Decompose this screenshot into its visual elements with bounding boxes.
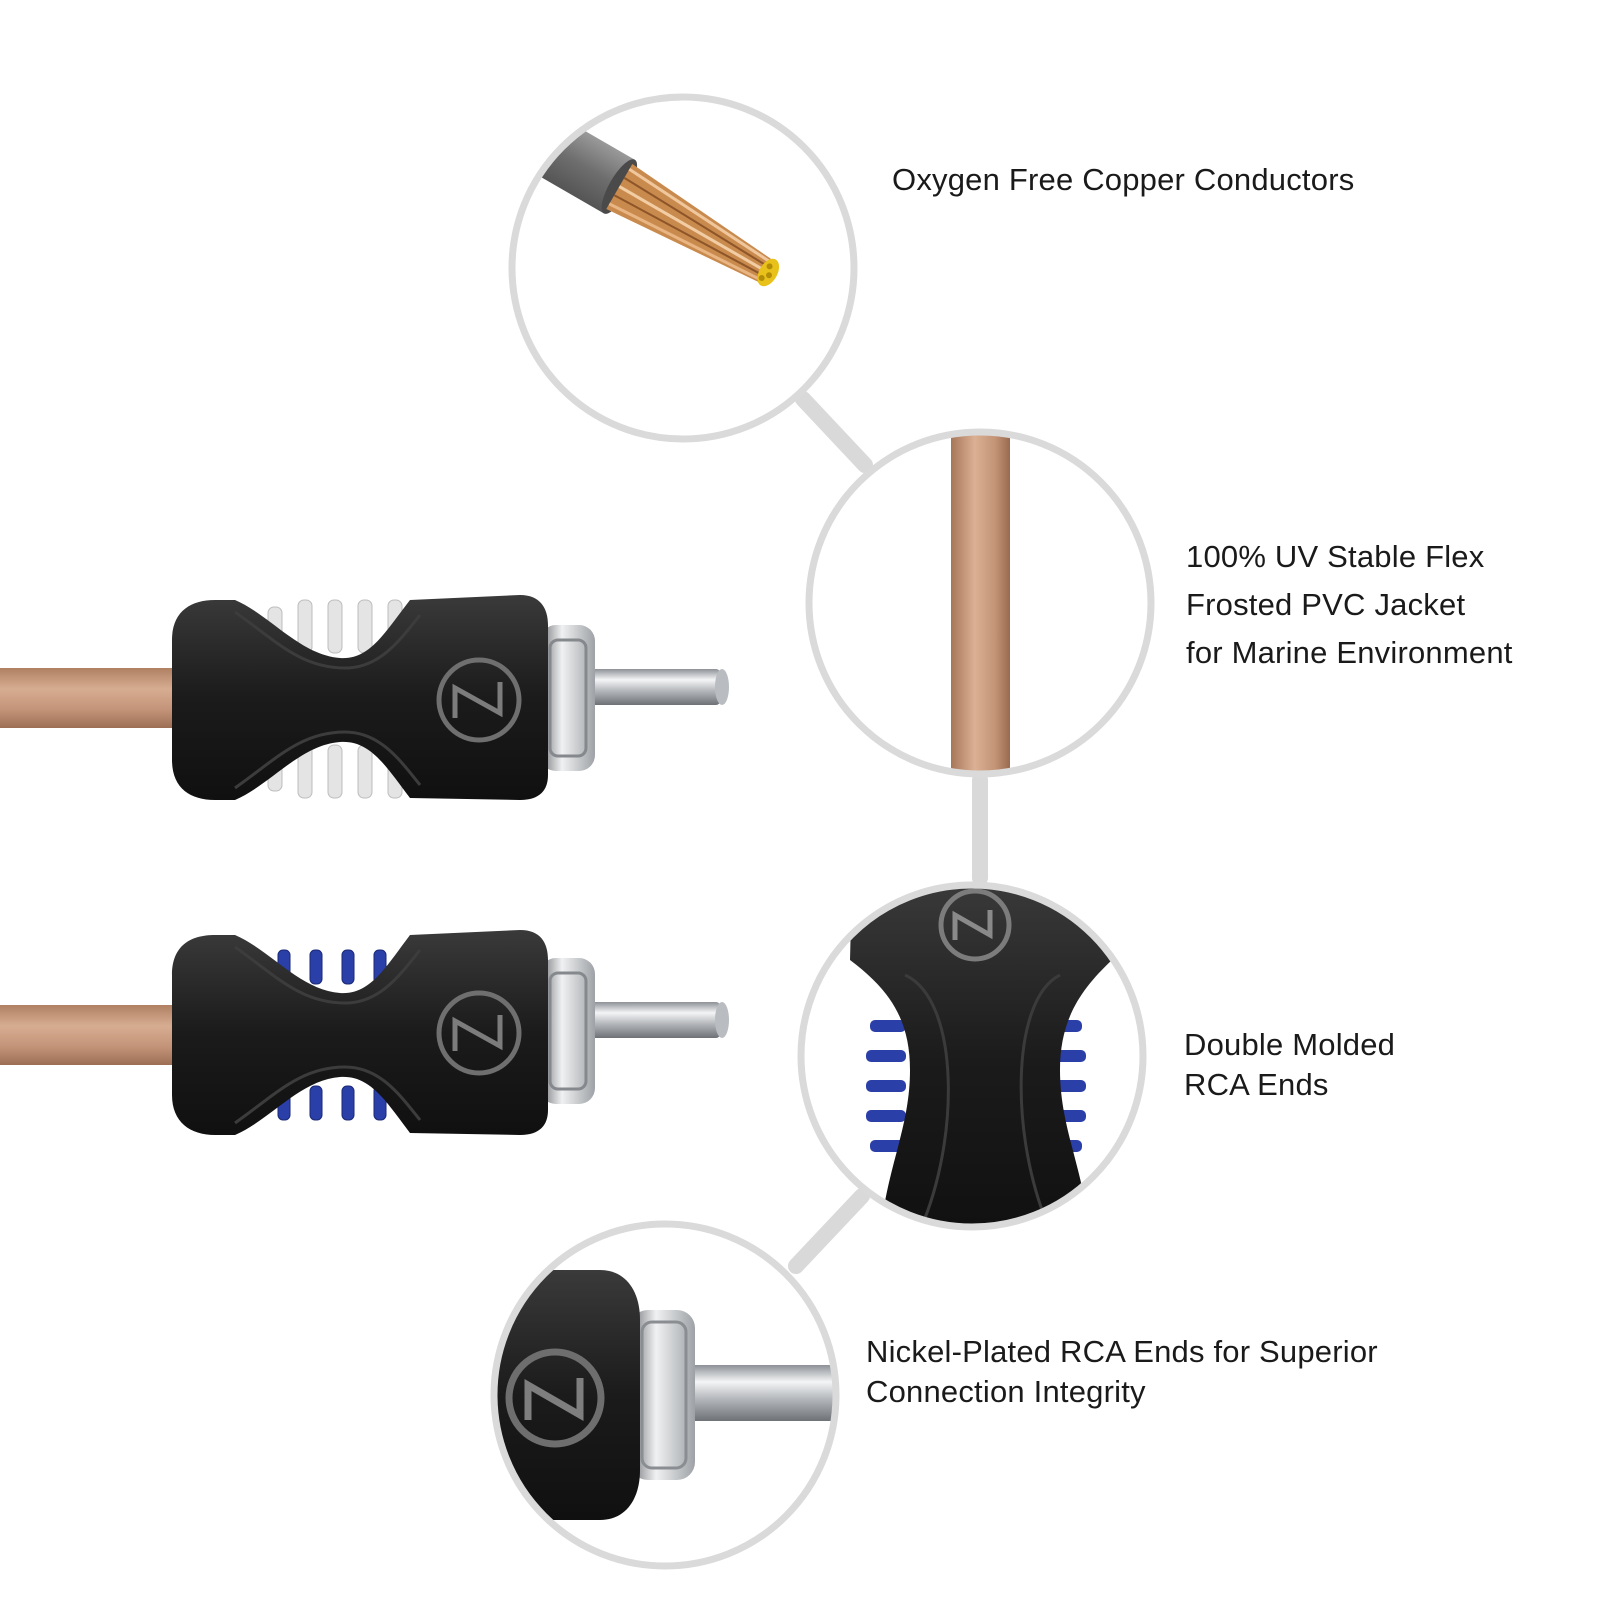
nickel-plated-callout <box>490 1220 840 1570</box>
feature-line: RCA Ends <box>1184 1067 1329 1102</box>
cable-jacket-callout <box>805 428 1155 778</box>
feature-line: Oxygen Free Copper Conductors <box>892 162 1355 197</box>
feature-line: Connection Integrity <box>866 1374 1146 1409</box>
feature-line: 100% UV Stable Flex <box>1186 539 1485 574</box>
feature-nickel-plated: Nickel-Plated RCA Ends for Superior Conn… <box>866 1332 1378 1412</box>
callout-connectors <box>788 391 988 1274</box>
rca-connector-white <box>0 595 729 800</box>
rca-connector-blue <box>0 930 729 1135</box>
double-molded-callout <box>797 881 1147 1231</box>
feature-line: Double Molded <box>1184 1027 1396 1062</box>
feature-double-molded: Double Molded RCA Ends <box>1184 1025 1395 1105</box>
copper-conductor-callout <box>508 93 858 443</box>
feature-line: for Marine Environment <box>1186 635 1513 670</box>
feature-pvc-jacket: 100% UV Stable Flex Frosted PVC Jacket f… <box>1186 533 1513 677</box>
feature-line: Nickel-Plated RCA Ends for Superior <box>866 1334 1378 1369</box>
copper-strands <box>606 164 780 287</box>
feature-line: Frosted PVC Jacket <box>1186 587 1466 622</box>
feature-copper-conductors: Oxygen Free Copper Conductors <box>892 156 1354 204</box>
